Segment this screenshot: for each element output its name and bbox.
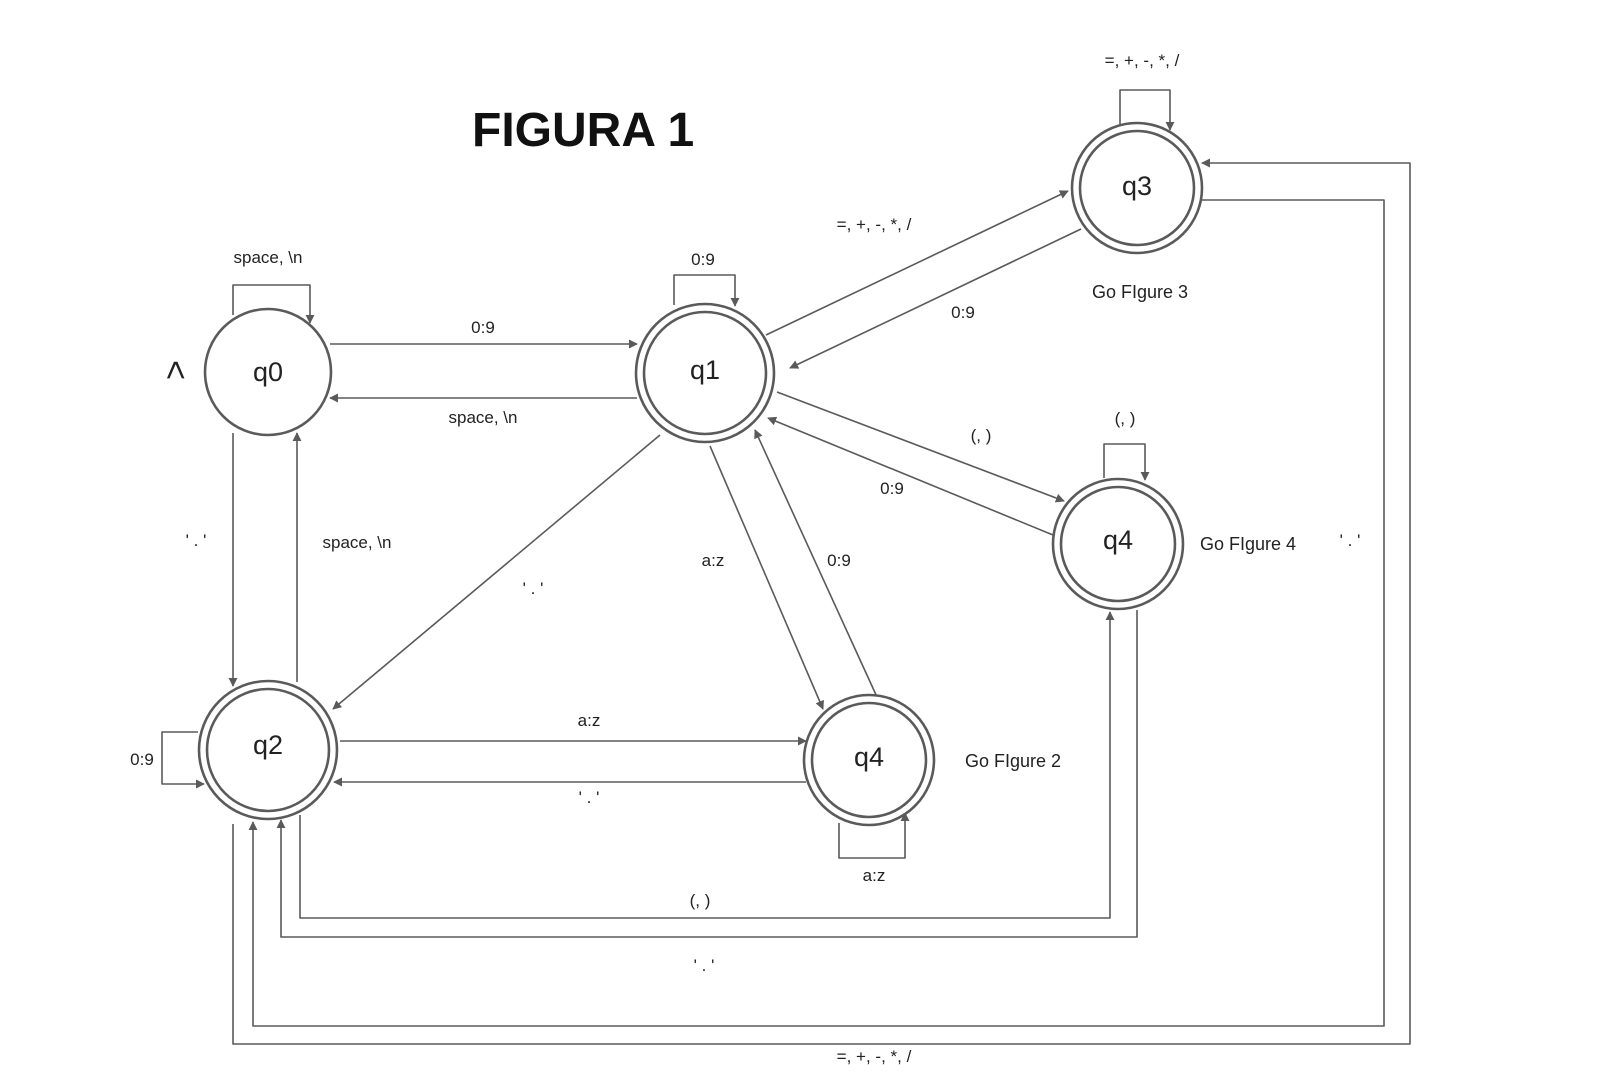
edge-label-q1-self: 0:9 <box>691 250 715 269</box>
edge-label-q4b-q1: 0:9 <box>827 551 851 570</box>
edge-label-q1-q2: ' . ' <box>523 579 544 598</box>
edge-label-q0-q2: ' . ' <box>186 531 207 550</box>
edge-q0-self <box>232 284 315 324</box>
start-marker: > <box>157 360 195 380</box>
state-q3[interactable]: q3 <box>1070 121 1204 255</box>
edge-q1-q2 <box>332 434 661 710</box>
edge-q2-q4r <box>299 611 1115 919</box>
state-q4-bottom-label: q4 <box>854 742 884 772</box>
edge-label-q1-q4r: (, ) <box>971 426 992 445</box>
edge-label-q3-self: =, +, -, *, / <box>1105 51 1180 70</box>
edge-q1-q4b <box>709 445 824 710</box>
note-q3: Go FIgure 3 <box>1092 282 1188 302</box>
edge-q1-self <box>673 274 740 307</box>
edges <box>161 89 1411 1045</box>
edge-label-q2-self: 0:9 <box>130 750 154 769</box>
note-q4-right: Go FIgure 4 <box>1200 534 1296 554</box>
edge-q1-q4r <box>776 391 1065 503</box>
state-q0[interactable]: q0 <box>203 307 333 437</box>
edge-q3-q2 <box>248 199 1385 1027</box>
edge-label-q4b-q2: ' . ' <box>579 788 600 807</box>
state-q3-label: q3 <box>1122 171 1152 201</box>
edge-label-q3-q1: 0:9 <box>951 303 975 322</box>
state-q0-label: q0 <box>253 357 283 387</box>
edge-label-q4r-self: (, ) <box>1115 409 1136 428</box>
edge-q4b-self <box>838 812 910 859</box>
edge-q2-q3 <box>232 158 1411 1045</box>
state-q4-right-label: q4 <box>1103 525 1133 555</box>
edge-q2-self <box>161 731 205 789</box>
edge-label-q4b-self: a:z <box>863 866 886 885</box>
note-q4-bottom: Go FIgure 2 <box>965 751 1061 771</box>
edge-label-q2-q4r: (, ) <box>690 891 711 910</box>
edge-label-q2-q3: =, +, -, *, / <box>837 1047 912 1066</box>
edge-label-q0-self: space, \n <box>234 248 303 267</box>
edge-q1-q3 <box>765 190 1069 336</box>
edge-labels: space, \n 0:9 space, \n ' . ' space, \n … <box>130 51 1360 1066</box>
edge-label-q3-q2: ' . ' <box>1340 531 1361 550</box>
edge-label-q4r-q2: ' . ' <box>694 956 715 975</box>
edge-q3-self <box>1119 89 1175 131</box>
state-q1[interactable]: q1 <box>634 302 776 444</box>
edge-label-q2-q0: space, \n <box>323 533 392 552</box>
state-q2-label: q2 <box>253 730 283 760</box>
state-q4-bottom[interactable]: q4 <box>802 693 936 827</box>
edge-label-q1-q4b: a:z <box>702 551 725 570</box>
state-q2[interactable]: q2 <box>197 679 339 821</box>
edge-label-q1-q0: space, \n <box>449 408 518 427</box>
edge-q4r-q1 <box>767 416 1054 536</box>
edge-label-q2-q4b: a:z <box>578 711 601 730</box>
edge-q4r-q2 <box>276 610 1138 938</box>
edge-q4b-q1 <box>754 429 878 698</box>
diagram-title: FIGURA 1 <box>472 104 694 157</box>
edge-label-q1-q3: =, +, -, *, / <box>837 215 912 234</box>
edge-q3-q1 <box>789 228 1082 369</box>
edge-label-q0-q1: 0:9 <box>471 318 495 337</box>
edge-q4r-self <box>1103 443 1150 481</box>
edge-label-q4r-q1: 0:9 <box>880 479 904 498</box>
state-q1-label: q1 <box>690 355 720 385</box>
state-q4-right[interactable]: q4 <box>1051 477 1185 611</box>
